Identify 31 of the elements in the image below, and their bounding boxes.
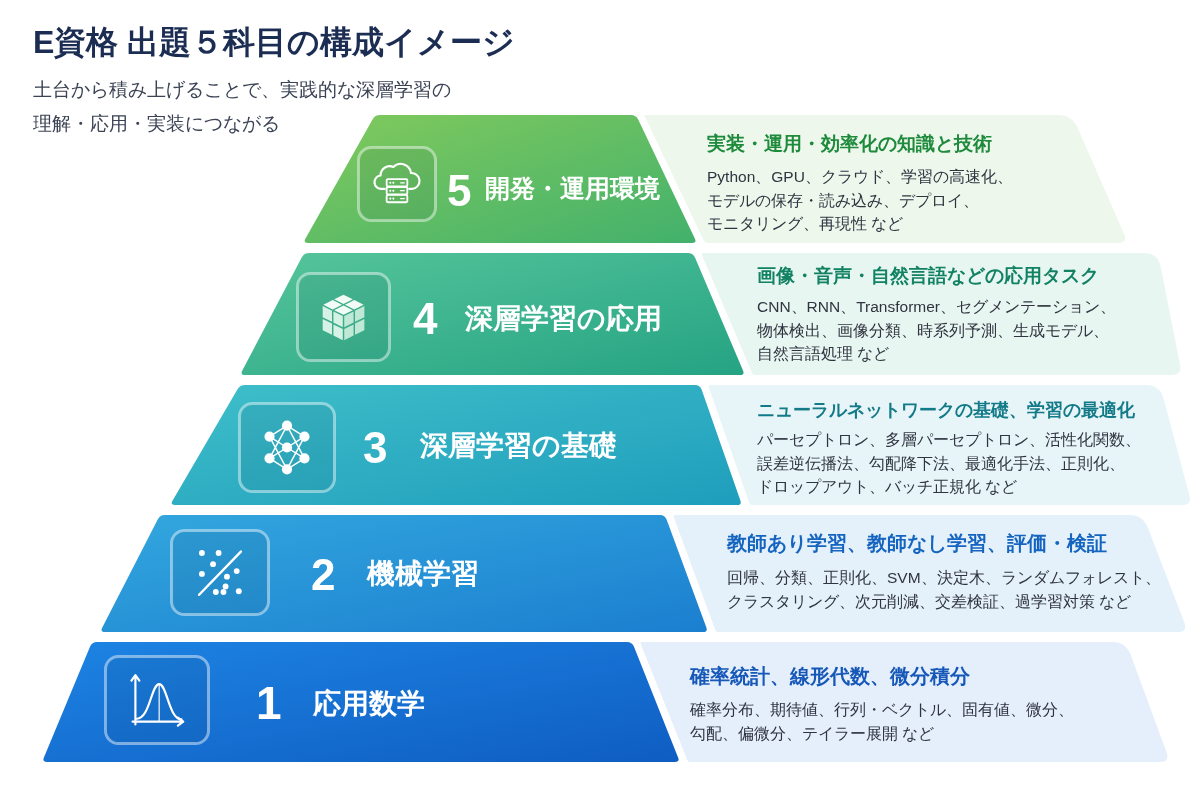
- panel-text: 確率分布、期待値、行列・ベクトル、固有値、微分、勾配、偏微分、テイラー展開 など: [690, 700, 1075, 744]
- tier-number: 1: [256, 676, 282, 731]
- tier-number: 4: [413, 292, 438, 345]
- pyramid-tier: [240, 253, 745, 375]
- panel-text: Python、GPU、クラウド、学習の高速化、モデルの保存・読み込み、デプロイ、モニタリング、再現性 など: [707, 167, 1014, 234]
- title: E資格 出題５科目の構成イメージ: [33, 23, 516, 62]
- pyramid-tier: [170, 385, 742, 505]
- tier-number: 3: [363, 421, 388, 474]
- tier-title: 深層学習の応用: [465, 301, 662, 336]
- panel-heading: 画像・音声・自然言語などの応用タスク: [757, 264, 1099, 288]
- pyramid-tier: [100, 515, 708, 632]
- tier-title: 深層学習の基礎: [420, 428, 617, 463]
- panel-heading: 教師あり学習、教師なし学習、評価・検証: [727, 530, 1107, 556]
- panel-text: 回帰、分類、正則化、SVM、決定木、ランダムフォレスト、クラスタリング、次元削減、交差検証、過学習対策 など: [727, 568, 1162, 612]
- tier-number: 5: [447, 164, 472, 217]
- panel-text: CNN、RNN、Transformer、セグメンテーション、物体検出、画像分類、時系列予測、生成モデル、自然言語処理 など: [757, 297, 1117, 364]
- panel-heading: ニューラルネットワークの基礎、学習の最適化: [757, 398, 1135, 422]
- tier-number: 2: [311, 548, 336, 601]
- description-panel: [673, 515, 1188, 632]
- pyramid-tier: [42, 642, 680, 762]
- description-panel: [708, 385, 1192, 505]
- description-panel: [701, 253, 1182, 375]
- panel-heading: 確率統計、線形代数、微分積分: [690, 664, 970, 689]
- description-panel: [640, 642, 1170, 762]
- panel-text: パーセプトロン、多層パーセプトロン、活性化関数、誤差逆伝播法、勾配降下法、最適化手法、正則化、ドロップアウト、バッチ正規化 など: [757, 430, 1142, 497]
- panel-heading: 実装・運用・効率化の知識と技術: [707, 131, 992, 156]
- pyramid-tier: [303, 115, 697, 243]
- tier-title: 応用数学: [313, 686, 425, 721]
- tier-title: 開発・運用環境: [485, 172, 660, 204]
- subtitle: 土台から積み上げることで、実践的な深層学習の理解・応用・実装につながる: [33, 78, 452, 136]
- tier-title: 機械学習: [367, 556, 479, 591]
